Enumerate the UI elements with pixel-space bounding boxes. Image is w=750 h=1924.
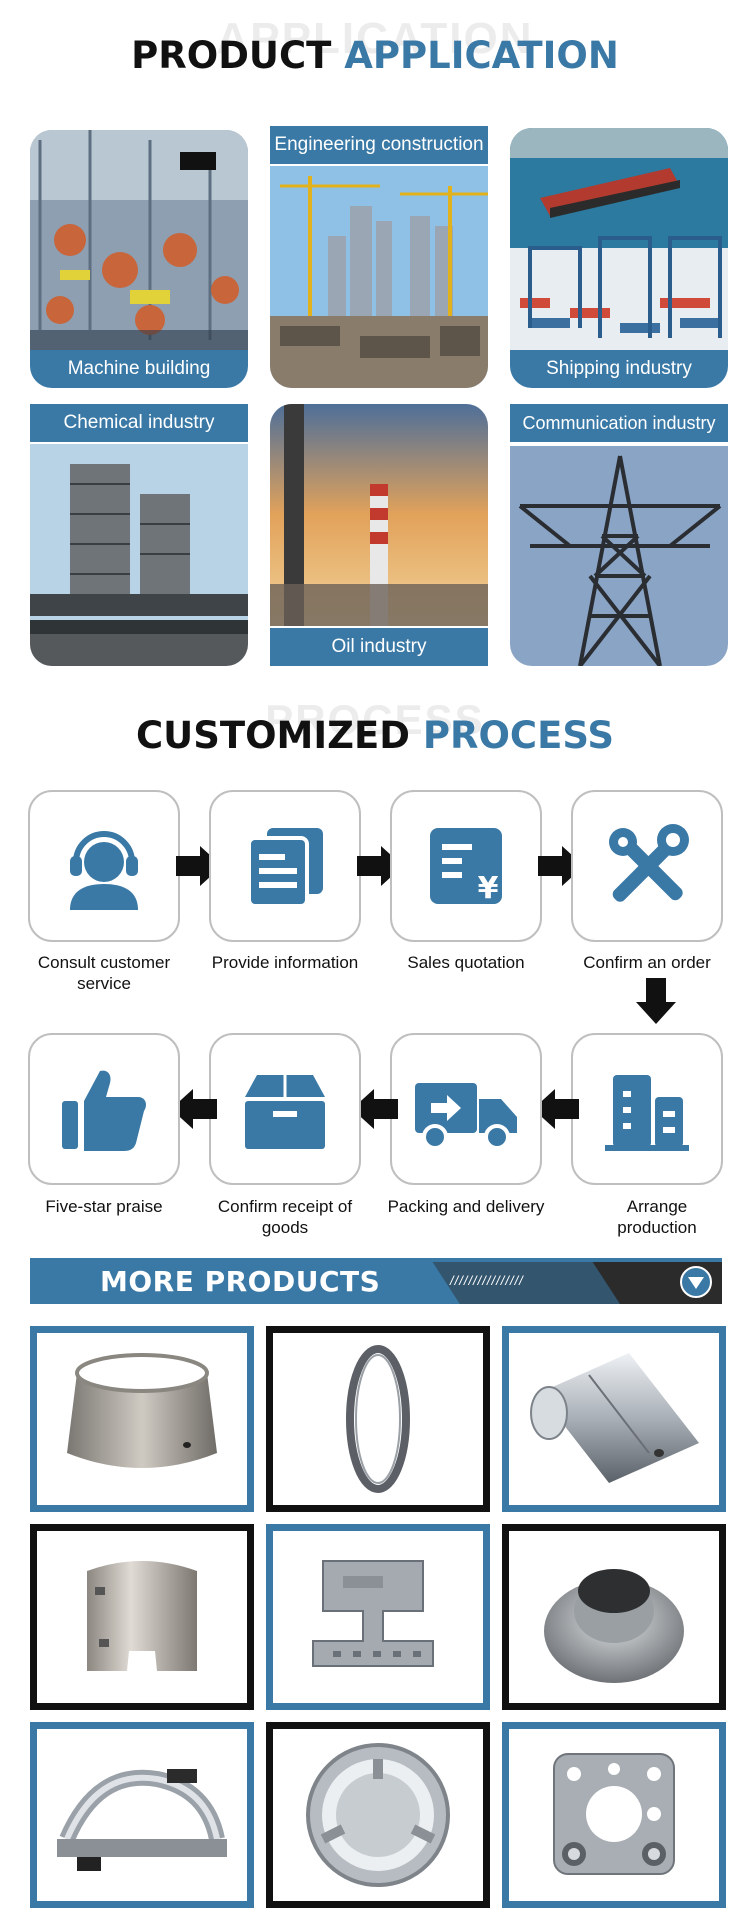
application-title: PRODUCT APPLICATION	[0, 34, 750, 77]
application-ghost-title: APPLICATION	[216, 14, 534, 63]
step-confirm-order[interactable]	[571, 790, 723, 942]
tile-machine-building[interactable]: Machine building	[30, 130, 248, 388]
process-title: CUSTOMIZED PROCESS	[0, 714, 750, 757]
product-card[interactable]	[266, 1524, 490, 1710]
delivery-truck-icon	[415, 1083, 517, 1150]
documents-icon	[247, 828, 323, 908]
application-title-main: PRODUCT	[131, 34, 332, 77]
tile-communication-industry[interactable]: Communication industry	[510, 404, 728, 666]
tools-icon	[609, 824, 689, 902]
step-label: Consult customer service	[37, 953, 171, 993]
package-box-icon	[245, 1075, 325, 1149]
product-card[interactable]	[30, 1722, 254, 1908]
tile-shipping-industry[interactable]: Shipping industry	[510, 128, 728, 388]
process-title-accent: PROCESS	[422, 714, 614, 757]
engineering-construction-image	[270, 166, 488, 388]
step-label: Confirm receipt of goods	[217, 1197, 353, 1237]
product-image	[67, 1353, 217, 1468]
step-label: Confirm an order	[583, 953, 711, 972]
product-card[interactable]	[266, 1722, 490, 1908]
tile-label: Communication industry	[510, 404, 728, 442]
tile-oil-industry[interactable]: Oil industry	[270, 404, 488, 666]
factory-buildings-icon	[605, 1075, 689, 1151]
product-image	[57, 1769, 227, 1871]
tile-label: Chemical industry	[30, 404, 248, 442]
arrow-left-icon	[352, 1089, 398, 1129]
headset-agent-icon	[70, 831, 138, 910]
tile-label: Engineering construction	[270, 126, 488, 164]
product-image	[553, 1753, 675, 1875]
step-confirm-receipt[interactable]	[209, 1033, 361, 1185]
step-sales-quotation[interactable]: ¥	[390, 790, 542, 942]
step-label: Packing and delivery	[387, 1197, 545, 1216]
product-image	[346, 1345, 410, 1493]
product-card[interactable]	[266, 1326, 490, 1512]
banner-background	[30, 1258, 722, 1304]
more-products-title: MORE PRODUCTS	[100, 1265, 381, 1298]
product-card[interactable]	[30, 1524, 254, 1710]
arrow-down-icon	[636, 978, 676, 1024]
banner-stripes: ////////////////	[450, 1273, 524, 1288]
step-label: Five-star praise	[45, 1197, 163, 1216]
step-label: Sales quotation	[407, 953, 525, 972]
step-packing-delivery[interactable]	[390, 1033, 542, 1185]
step-label: Provide information	[211, 953, 359, 972]
product-card[interactable]	[502, 1722, 726, 1908]
quotation-yuan-icon: ¥	[430, 828, 502, 906]
arrow-left-icon	[533, 1089, 579, 1129]
step-consult[interactable]	[28, 790, 180, 942]
machine-building-image	[30, 130, 248, 350]
product-image	[544, 1569, 684, 1683]
tile-engineering-construction[interactable]: Engineering construction	[270, 126, 488, 388]
product-image	[312, 1560, 434, 1667]
thumbs-up-icon	[62, 1070, 146, 1151]
shipping-industry-image	[510, 128, 728, 350]
step-five-star-praise[interactable]	[28, 1033, 180, 1185]
svg-text:¥: ¥	[478, 871, 499, 906]
arrow-left-icon	[171, 1089, 217, 1129]
application-title-accent: APPLICATION	[344, 34, 619, 77]
process-ghost-title: PROCESS	[265, 696, 485, 743]
chevron-down-icon[interactable]	[680, 1266, 712, 1298]
tile-label: Machine building	[30, 350, 248, 388]
product-image	[306, 1743, 450, 1887]
tile-chemical-industry[interactable]: Chemical industry	[30, 404, 248, 666]
step-arrange-production[interactable]	[571, 1033, 723, 1185]
process-title-main: CUSTOMIZED	[136, 714, 410, 757]
chemical-industry-image	[30, 444, 248, 666]
more-products-banner: MORE PRODUCTS ////////////////	[30, 1258, 722, 1304]
product-card[interactable]	[30, 1326, 254, 1512]
oil-industry-image	[270, 404, 488, 626]
tile-label: Oil industry	[270, 628, 488, 666]
communication-industry-image	[510, 446, 728, 666]
tile-label: Shipping industry	[510, 350, 728, 388]
product-card[interactable]	[502, 1524, 726, 1710]
product-image	[87, 1561, 197, 1671]
product-card[interactable]	[502, 1326, 726, 1512]
step-provide-information[interactable]	[209, 790, 361, 942]
product-image	[530, 1353, 699, 1483]
step-label: Arrange production	[617, 1197, 697, 1237]
